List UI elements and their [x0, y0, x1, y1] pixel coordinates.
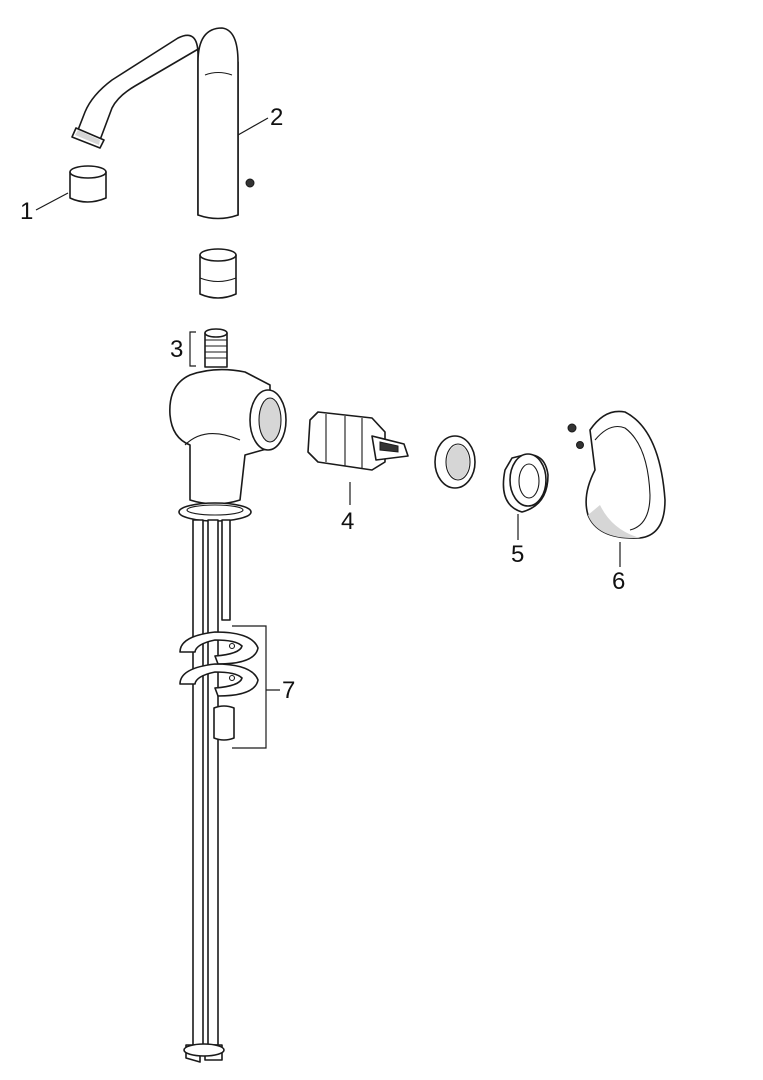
callout-3: 3 [170, 336, 184, 363]
connector-sleeve [199, 248, 237, 299]
mounting-set [179, 631, 259, 741]
leader-1 [35, 192, 69, 211]
leader-2 [237, 117, 269, 136]
lever-handle [567, 410, 666, 539]
callout-6: 6 [612, 568, 626, 595]
callout-5: 5 [511, 541, 525, 568]
callout-4: 4 [341, 508, 355, 535]
threaded-stud [204, 328, 228, 368]
supply-hoses [183, 519, 231, 1063]
callout-1: 1 [20, 198, 34, 225]
cover-sleeve [502, 453, 549, 513]
leader-7 [232, 625, 280, 749]
cartridge [307, 411, 409, 471]
cartridge-nut [434, 435, 476, 489]
callout-2: 2 [270, 104, 284, 131]
spout [71, 27, 255, 220]
aerator [69, 165, 107, 203]
leader-lines [35, 117, 621, 749]
mixer-body [169, 368, 287, 522]
callout-7: 7 [282, 677, 296, 704]
leader-3 [189, 331, 196, 367]
